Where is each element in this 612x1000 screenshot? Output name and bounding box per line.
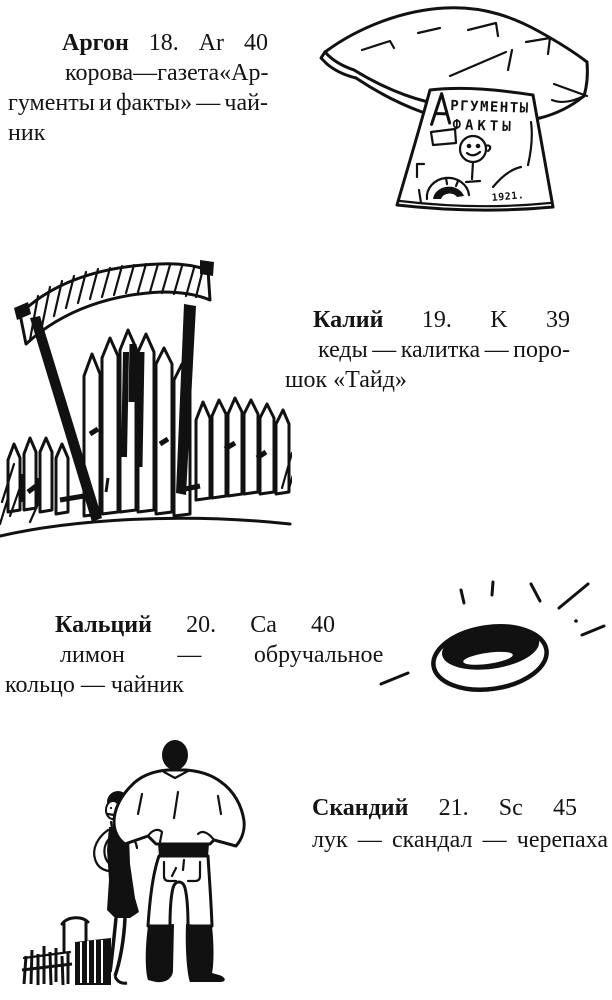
entry-argon: Аргон 18. Ar 40 корова—газета«Ар- гумент… [8, 28, 269, 148]
element-heading: Аргон 18. Ar 40 [8, 28, 268, 58]
right-post [176, 304, 196, 495]
mnemonic-line: лимон—обручальное— [60, 642, 460, 668]
gate-pickets [82, 328, 192, 518]
rainbow-doodle [425, 176, 471, 201]
newspaper-front-page [395, 86, 555, 212]
wedding-ring [431, 624, 549, 692]
entry-kalium: Калий 19. K 39 кеды—калитка—поро- шок «Т… [285, 305, 570, 395]
element-heading: Скандий 21. Sc 45 [312, 792, 608, 824]
mnemonic-line: кольцо — чайник [5, 672, 184, 698]
man-head [162, 740, 188, 770]
masthead-text-line1: РГУМЕНТЫ [450, 98, 530, 117]
element-number: 21. [438, 795, 469, 821]
ring-illustration [379, 580, 606, 692]
element-symbol: Ar [198, 30, 225, 56]
mnemonic-line: лук—скандал—черепаха [312, 827, 608, 853]
newspaper-masthead: РГУМЕНТЫ ФАКТЫ [430, 92, 530, 135]
man-boot-left [145, 924, 174, 983]
element-number: 20. [186, 612, 217, 638]
man-shirt [112, 768, 246, 848]
entry-scandium: Скандий 21. Sc 45 лук—скандал—черепаха [312, 792, 608, 856]
curve-doodle [491, 165, 523, 189]
man-figure [112, 740, 246, 983]
newspaper-illustration: РГУМЕНТЫ ФАКТЫ 1921. [319, 6, 589, 212]
couple-illustration [21, 740, 246, 986]
element-name: Скандий [312, 795, 409, 821]
element-heading: Кальций 20. Ca 40 [5, 610, 335, 640]
mnemonic-line: шок «Тайд» [285, 367, 407, 393]
man-trousers [146, 854, 214, 928]
left-fence [0, 436, 85, 526]
scribble-text: 1921. [491, 190, 524, 204]
mnemonic-line: корова—газета«Ар- [65, 60, 269, 86]
element-name: Аргон [62, 30, 129, 56]
ground-line [0, 516, 292, 538]
mnemonic-line: кеды—калитка—поро- [318, 337, 570, 363]
element-mass: 39 [545, 307, 570, 333]
woman-dress [107, 827, 139, 918]
shine-rays [379, 580, 606, 686]
entry-calcium: Кальций 20. Ca 40 лимон—обручальное— кол… [5, 610, 460, 700]
smiley-face-doodle [458, 134, 492, 184]
right-fence [179, 396, 292, 502]
photo-box [429, 127, 458, 147]
element-mass: 40 [310, 612, 335, 638]
element-name: Калий [313, 307, 384, 333]
element-mass: 45 [552, 795, 577, 821]
man-belt [158, 844, 209, 856]
masthead-text-line2: ФАКТЫ [452, 117, 515, 135]
man-boot-right [185, 924, 225, 982]
broken-fence [21, 916, 111, 986]
element-number: 19. [421, 307, 452, 333]
gate-illustration [0, 260, 292, 538]
mnemonic-line: ник [8, 120, 46, 146]
left-post [30, 316, 102, 522]
element-symbol: K [490, 307, 508, 333]
element-heading: Калий 19. K 39 [285, 305, 570, 335]
element-number: 18. [148, 30, 179, 56]
element-symbol: Sc [498, 795, 523, 821]
element-symbol: Ca [250, 612, 277, 638]
element-name: Кальций [55, 612, 152, 638]
element-mass: 40 [244, 30, 268, 56]
arch-beam [14, 260, 214, 346]
